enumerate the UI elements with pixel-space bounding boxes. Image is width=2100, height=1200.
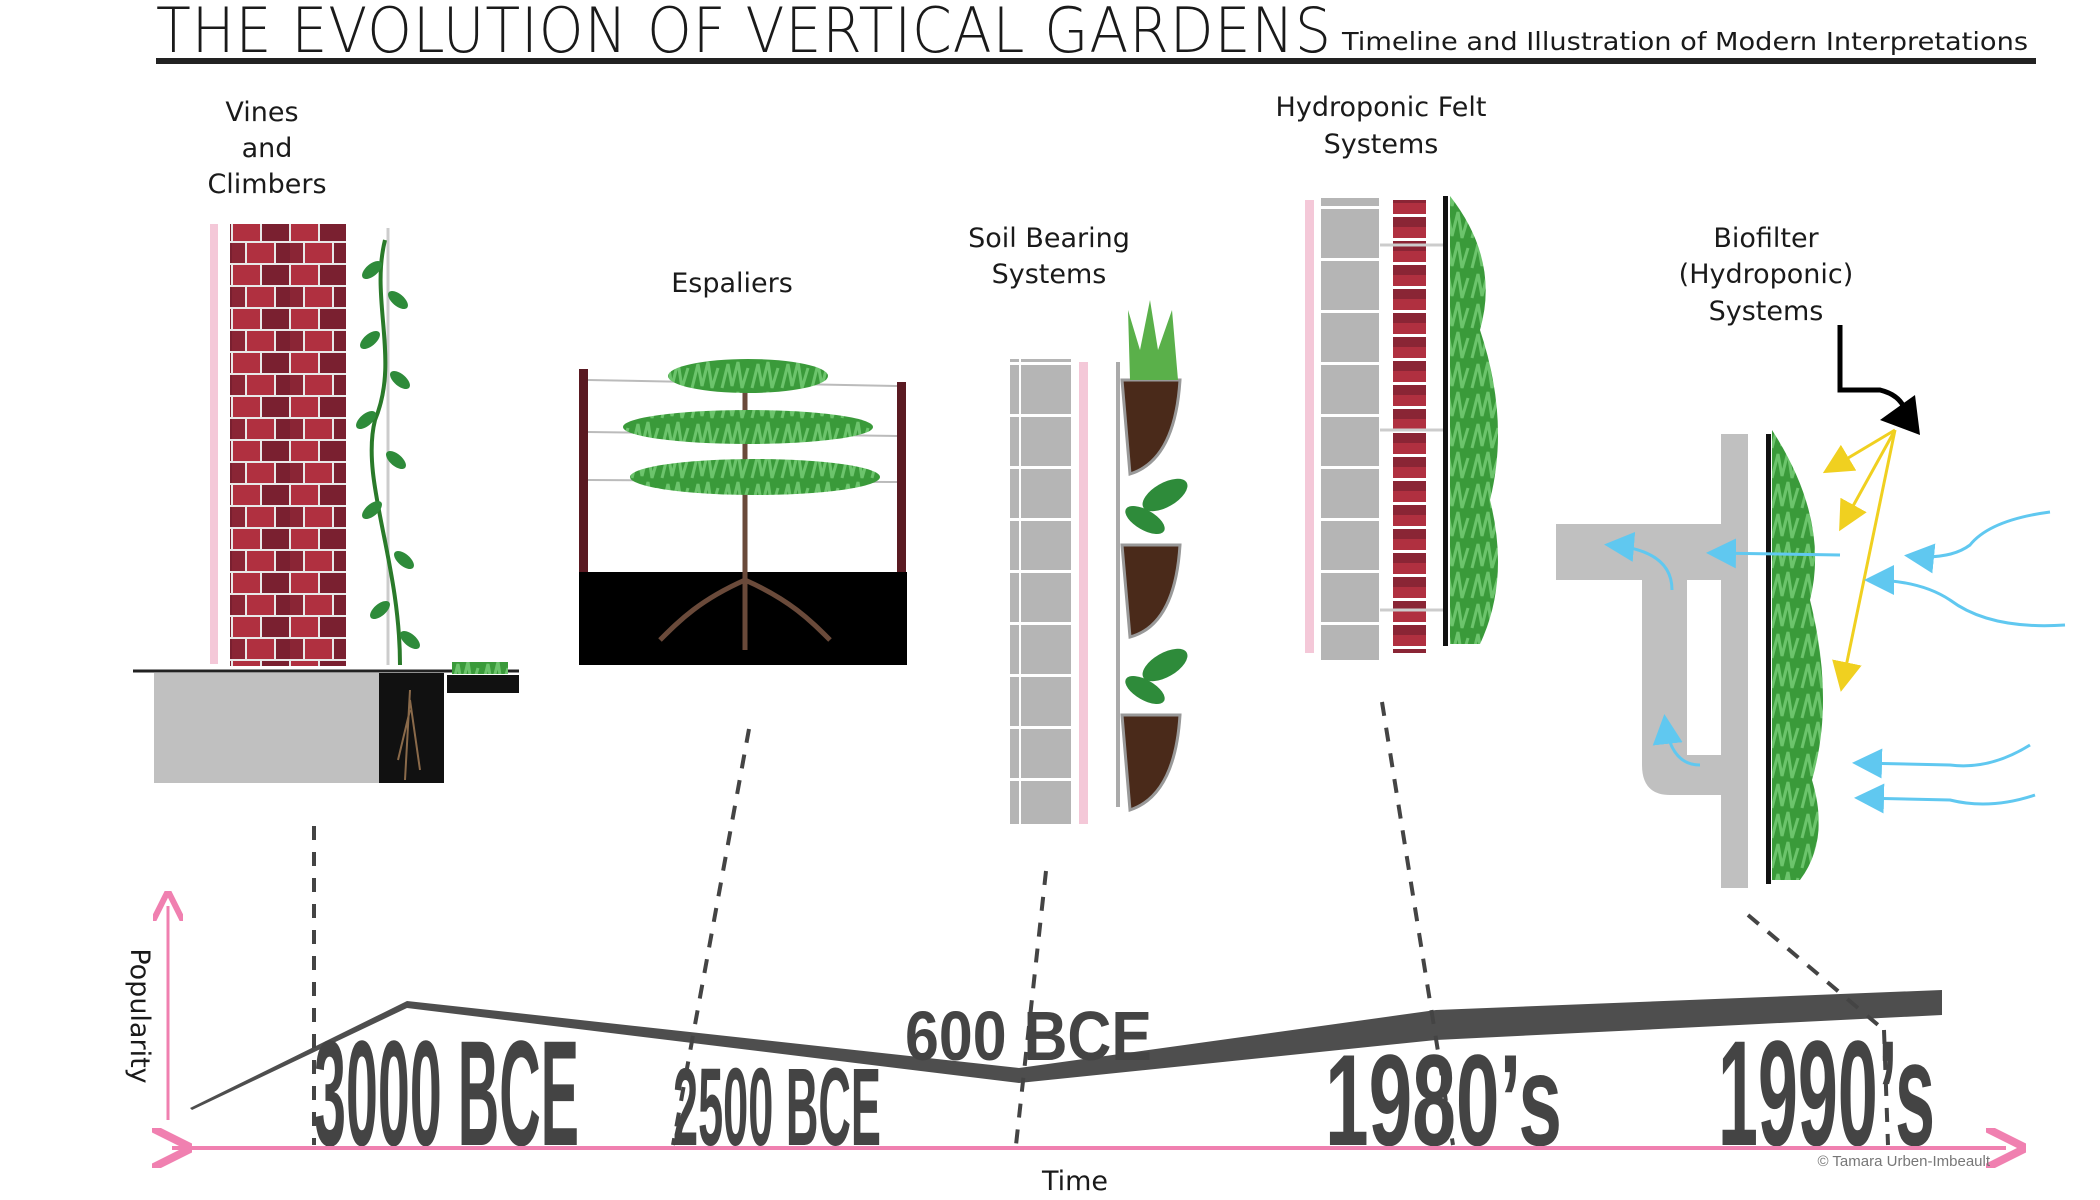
label-hydroponic-felt: Hydroponic Felt Systems	[1276, 92, 1487, 160]
page-title: THE EVOLUTION OF VERTICAL GARDENS	[156, 0, 1332, 67]
era-1980s: 1980’s	[1325, 1027, 1562, 1173]
svg-text:Espaliers: Espaliers	[671, 268, 793, 299]
x-axis-label: Time	[1041, 1166, 1108, 1197]
plant-layer	[1450, 196, 1498, 644]
soil	[379, 673, 444, 783]
page-subtitle: Timeline and Illustration of Modern Inte…	[1341, 27, 2028, 56]
planter-pocket	[1120, 300, 1182, 476]
svg-text:Systems: Systems	[992, 259, 1107, 290]
biofilter-illustration	[1556, 325, 2066, 888]
planter-pocket	[1120, 478, 1188, 639]
popularity-trend-line	[190, 990, 1942, 1110]
planter-pocket	[1120, 648, 1188, 813]
timeline-connectors	[312, 701, 1890, 1146]
vine	[369, 239, 402, 666]
svg-text:Soil Bearing: Soil Bearing	[968, 223, 1130, 254]
svg-text:Climbers: Climbers	[207, 169, 326, 200]
grow-lamp-arm	[1837, 325, 1908, 411]
label-vines-climbers: Vines and Climbers	[207, 97, 326, 200]
credit: © Tamara Urben-Imbeault	[1817, 1153, 1990, 1170]
era-2500-bce: 2500 BCE	[673, 1046, 881, 1169]
hydroponic-felt-illustration	[1305, 196, 1498, 660]
svg-text:and: and	[242, 133, 293, 164]
plant-layer	[1772, 430, 1824, 880]
espaliers-illustration	[579, 359, 907, 665]
svg-text:Systems: Systems	[1709, 296, 1824, 327]
svg-text:Hydroponic Felt: Hydroponic Felt	[1276, 92, 1487, 123]
label-biofilter: Biofilter (Hydroponic) Systems	[1679, 223, 1854, 327]
y-axis-label: Popularity	[124, 948, 155, 1083]
grow-lamp-icon	[1880, 395, 1920, 435]
label-espaliers: Espaliers	[671, 268, 793, 299]
title-rule	[156, 58, 2036, 64]
svg-text:Systems: Systems	[1324, 129, 1439, 160]
era-3000-bce: 3000 BCE	[314, 1009, 579, 1177]
svg-text:Vines: Vines	[225, 97, 298, 128]
brick-wall	[230, 224, 346, 666]
airflow-arrows	[1604, 510, 2066, 814]
vines-climbers-illustration	[133, 224, 519, 783]
era-1990s: 1990’s	[1718, 1009, 1935, 1177]
label-soil-bearing: Soil Bearing Systems	[968, 223, 1130, 290]
svg-text:Biofilter: Biofilter	[1713, 223, 1819, 254]
soil-bearing-illustration	[1010, 300, 1188, 824]
svg-text:(Hydroponic): (Hydroponic)	[1679, 259, 1854, 290]
